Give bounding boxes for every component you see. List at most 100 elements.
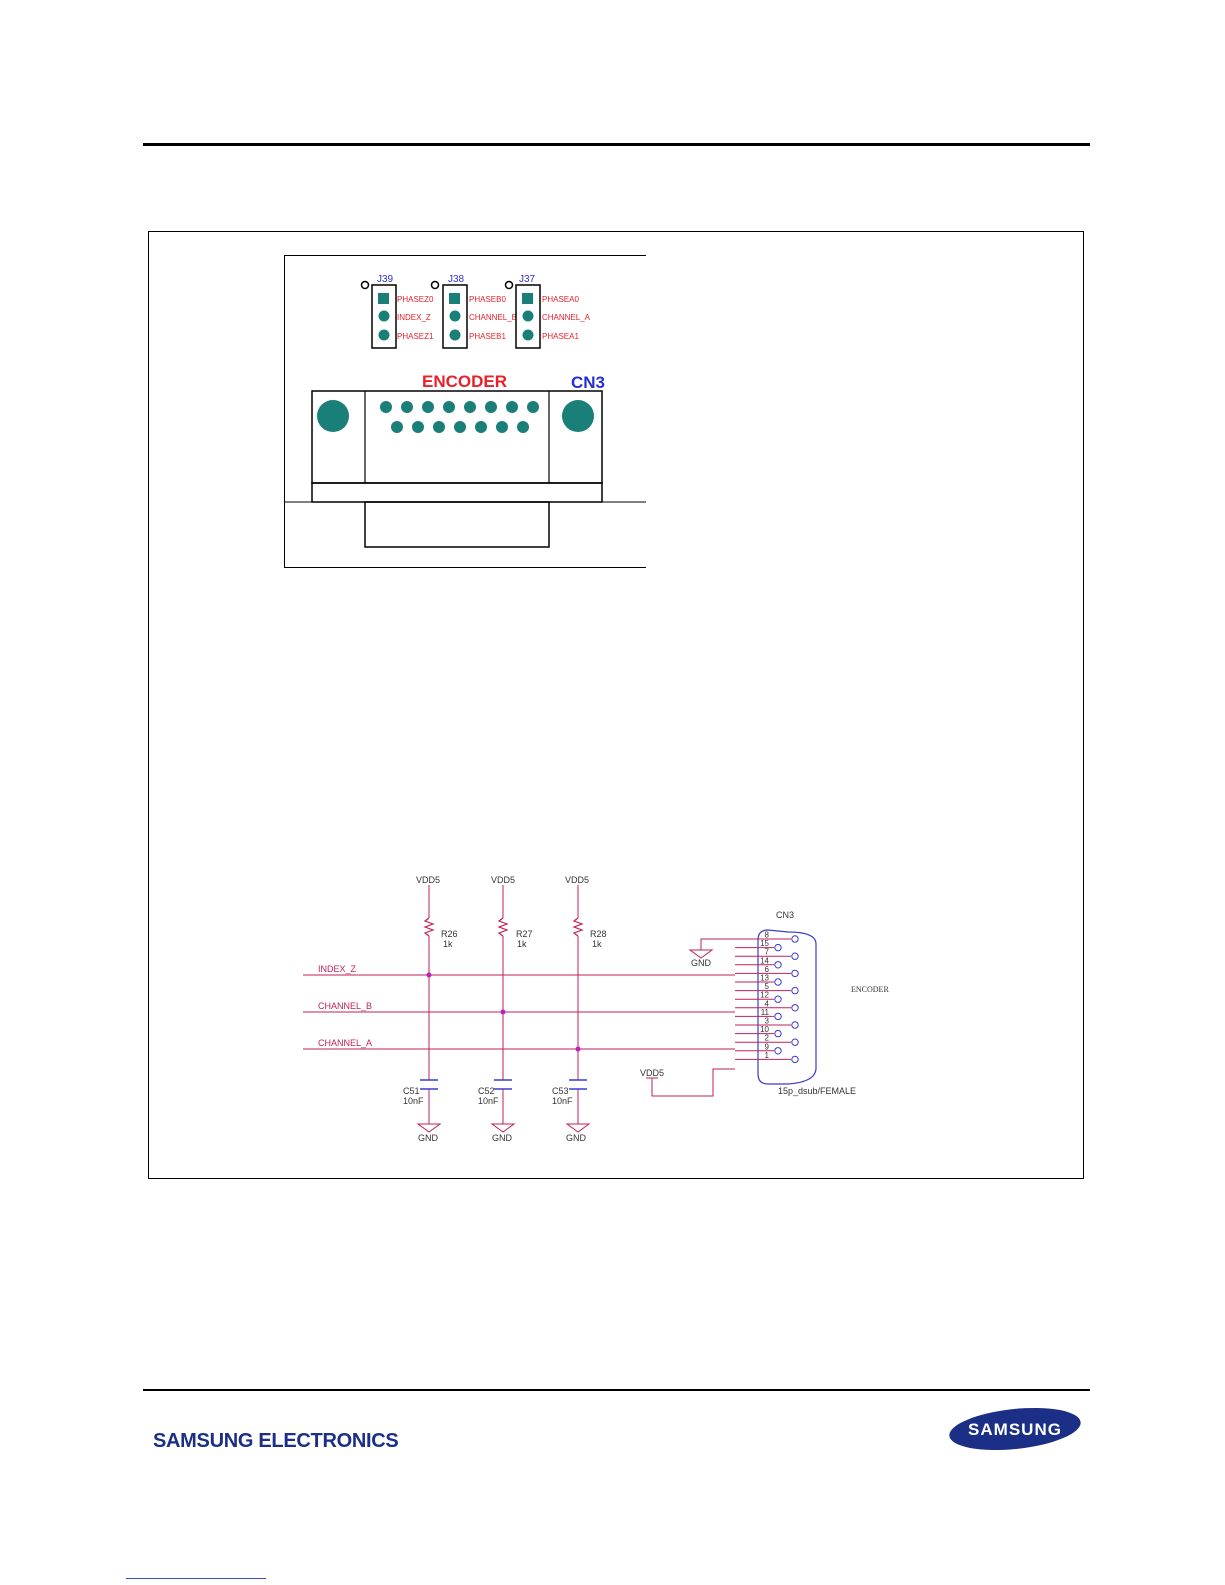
header-rule (143, 143, 1090, 146)
resistor-value: 1k (517, 939, 527, 949)
pin-number: 6 (765, 965, 770, 974)
net-label: CHANNEL_B (318, 1001, 372, 1011)
capacitor-value: 10nF (552, 1096, 573, 1106)
net-label: CHANNEL_A (318, 1038, 372, 1048)
net-wires (303, 974, 735, 1050)
pin-circle (791, 1055, 799, 1064)
dsub-flange (311, 482, 603, 503)
logo-text: SAMSUNG (968, 1420, 1062, 1439)
jumper-pin-label: CHANNEL_B (469, 313, 517, 322)
pin-number: 3 (765, 1017, 770, 1026)
supply-label: VDD5 (416, 875, 440, 885)
schematic-svg: VDD5 VDD5 VDD5 R26 1k R27 1k R28 (303, 875, 889, 1143)
round-pad (522, 329, 534, 341)
encoder-label: ENCODER (422, 372, 507, 391)
figure-frame (148, 231, 1084, 1179)
jumper-pin-label: PHASEZ0 (397, 295, 434, 304)
pin1-marker (504, 280, 514, 290)
round-pad (378, 310, 390, 322)
schematic: VDD5 VDD5 VDD5 R26 1k R27 1k R28 (290, 868, 950, 1153)
square-pad (449, 293, 460, 304)
jumper-pin-label: PHASEA1 (542, 332, 579, 341)
square-pad (378, 293, 389, 304)
footer-link-underline (126, 1578, 266, 1579)
pin-circle (774, 978, 782, 986)
jumper-pin-label: PHASEB0 (469, 295, 506, 304)
pin-number: 2 (765, 1034, 770, 1043)
capacitor-ref: C52 (478, 1086, 495, 1096)
pin-circle (774, 1012, 782, 1021)
pin-circle (774, 1029, 782, 1038)
capacitor-value: 10nF (478, 1096, 499, 1106)
resistor-ref: R26 (441, 929, 458, 939)
resistor-symbols (423, 917, 584, 937)
jumper-pin-label: PHASEB1 (469, 332, 506, 341)
jumper-j39 (371, 284, 397, 349)
capacitor-ref: C51 (403, 1086, 420, 1096)
jumper-pin-label: CHANNEL_A (542, 313, 591, 322)
dsub-body (311, 390, 603, 484)
jumper-ref-label: J37 (519, 274, 536, 285)
pin-number: 8 (765, 931, 770, 940)
jumper-pin-label: PHASEA0 (542, 295, 579, 304)
resistor-value: 1k (592, 939, 602, 949)
pin-number: 10 (760, 1025, 769, 1034)
jumper-pin-label: INDEX_Z (397, 313, 431, 322)
pin-number: 12 (760, 991, 769, 1000)
vertical-wires (428, 885, 579, 1124)
connector-pin-circles (774, 935, 799, 1064)
junction-dots (426, 972, 581, 1052)
gnd-wire (700, 938, 735, 950)
ground-label: GND (691, 958, 712, 968)
dsub-outline (757, 929, 817, 1085)
pin-row-top (380, 401, 539, 413)
pin-circle (774, 995, 782, 1003)
pin1-marker (430, 280, 440, 290)
mounting-hole (562, 400, 594, 432)
supply-label: VDD5 (565, 875, 589, 885)
pin-circle (774, 961, 782, 969)
resistor-ref: R27 (516, 929, 533, 939)
pin-circle (774, 943, 782, 952)
resistor-value: 1k (443, 939, 453, 949)
dsub-shell (364, 501, 550, 548)
pin-number: 13 (760, 974, 769, 983)
jumper-ref-label: J39 (377, 274, 394, 285)
connector-part: 15p_dsub/FEMALE (778, 1086, 856, 1096)
square-pad (522, 293, 533, 304)
pin1-marker (360, 280, 370, 290)
pin-number: 4 (765, 999, 770, 1008)
pin-circle (791, 986, 799, 995)
round-pad (522, 310, 534, 322)
jumper-j38 (442, 284, 468, 349)
pin-number: 9 (765, 1042, 770, 1051)
round-pad (378, 329, 390, 341)
ground-label: GND (566, 1133, 587, 1143)
pin-number: 7 (765, 948, 770, 957)
pin-circle (791, 1004, 799, 1012)
net-label: INDEX_Z (318, 964, 357, 974)
pin-circle (791, 1038, 799, 1046)
supply-label: VDD5 (491, 875, 515, 885)
connector-pin-stubs (735, 938, 791, 1060)
pin-circle (791, 1021, 799, 1029)
board-illustration: J39 PHASEZ0 INDEX_Z PHASEZ1 J38 PHASEB0 … (284, 255, 646, 568)
pin-number: 11 (761, 1008, 770, 1017)
pin-number: 1 (765, 1051, 770, 1060)
pin-number: 15 (760, 939, 769, 948)
connector-ref: CN3 (776, 910, 794, 920)
pin-circle (774, 1047, 782, 1055)
pin-circle (791, 935, 799, 943)
round-pad (449, 329, 461, 341)
resistor-ref: R28 (590, 929, 607, 939)
jumper-j37 (515, 284, 541, 349)
capacitor-value: 10nF (403, 1096, 424, 1106)
board-svg: J39 PHASEZ0 INDEX_Z PHASEZ1 J38 PHASEB0 … (285, 274, 646, 548)
connector-ref-label: CN3 (571, 373, 605, 392)
jumper-pin-label: PHASEZ1 (397, 332, 434, 341)
vdd-wire (651, 1068, 735, 1097)
capacitor-ref: C53 (552, 1086, 569, 1096)
connector-name: ENCODER (851, 985, 889, 994)
pin-number: 14 (760, 956, 769, 965)
